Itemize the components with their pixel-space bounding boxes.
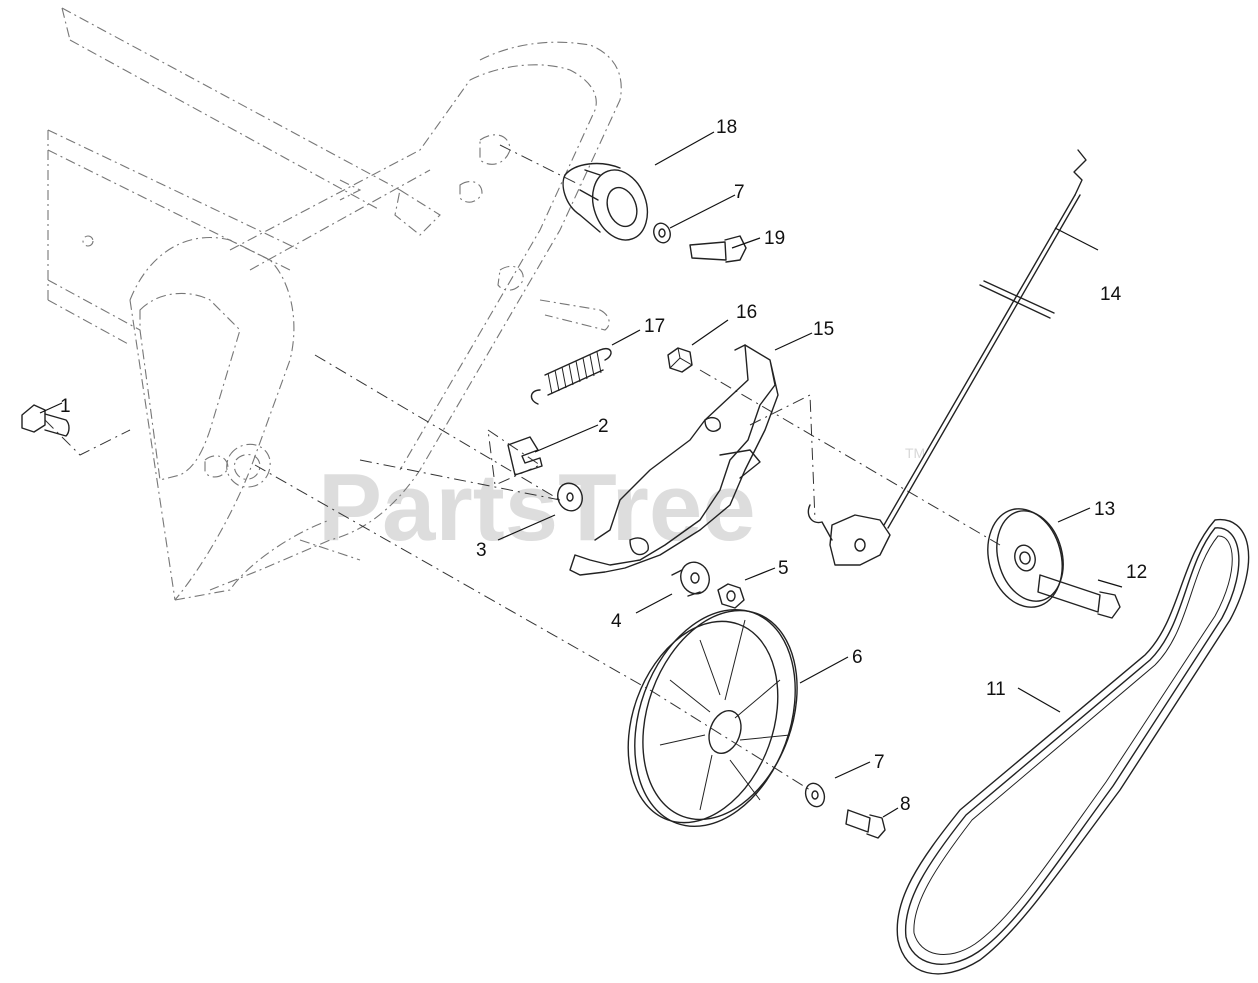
- part-7-washer-top: [653, 222, 671, 244]
- watermark: PartsTree TM: [318, 445, 925, 561]
- callout-5: 5: [778, 558, 789, 579]
- callout-7-bottom: 7: [874, 752, 885, 773]
- callout-4: 4: [611, 611, 622, 632]
- callout-2: 2: [598, 416, 609, 437]
- housing-frame-ghost: [47, 7, 622, 601]
- part-3-washer: [557, 482, 583, 512]
- callout-1: 1: [60, 396, 71, 417]
- callout-8: 8: [900, 794, 911, 815]
- callout-12: 12: [1126, 562, 1147, 583]
- part-6-drive-pulley: [627, 608, 798, 828]
- part-16-nut: [667, 347, 693, 373]
- callout-19: 19: [764, 228, 785, 249]
- callout-11: 11: [986, 679, 1006, 700]
- callout-16: 16: [736, 302, 757, 323]
- callout-13: 13: [1094, 499, 1115, 520]
- callout-labels: 1 2 3 4 5 6 7 7 8 11 12 13 14 15 16 17 1…: [60, 117, 1147, 815]
- part-15-idler-bracket: [569, 344, 779, 576]
- part-18-idler-spacer: [562, 162, 649, 241]
- part-1-bolt: [21, 404, 70, 437]
- callout-3: 3: [476, 540, 487, 561]
- cable-actuator-link: [807, 504, 891, 566]
- leader-lines: [39, 131, 1123, 818]
- callout-7-top: 7: [734, 182, 745, 203]
- part-5-nut: [717, 583, 745, 609]
- part-11-v-belt: [896, 519, 1250, 975]
- part-8-bolt: [845, 809, 886, 839]
- watermark-trademark: TM: [905, 445, 925, 461]
- watermark-text: PartsTree: [318, 454, 756, 561]
- part-13-idler-pulley: [987, 508, 1064, 608]
- callout-15: 15: [813, 319, 834, 340]
- part-2-clip: [507, 436, 543, 476]
- callout-14: 14: [1100, 284, 1122, 305]
- part-4-spacer: [671, 561, 710, 597]
- assembly-lines: [44, 144, 1001, 791]
- callout-6: 6: [852, 647, 863, 668]
- part-19-bolt: [689, 235, 747, 263]
- callout-17: 17: [644, 316, 665, 337]
- callout-18: 18: [716, 117, 737, 138]
- part-17-extension-spring: [530, 348, 612, 405]
- part-12-bolt: [1037, 574, 1121, 619]
- part-7-washer-bottom: [804, 782, 826, 808]
- part-14-control-cable: [883, 149, 1087, 529]
